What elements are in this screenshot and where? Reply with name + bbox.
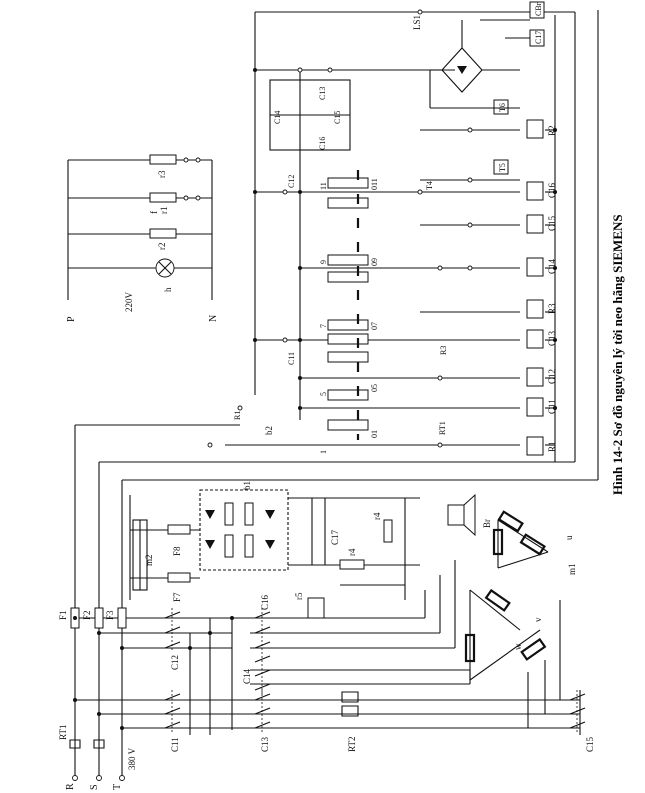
c11-aux-label: C11 bbox=[287, 352, 296, 365]
fuse-f1-label: F1 bbox=[58, 610, 68, 620]
c13-main-label: C13 bbox=[260, 736, 270, 752]
coil-c15-label: C15 bbox=[547, 215, 557, 231]
r3-ctrl-label: R3 bbox=[439, 346, 448, 355]
brake-rectifier-block bbox=[129, 489, 420, 600]
coil-c14-label: C14 bbox=[547, 258, 557, 274]
rt1-ctrl-label: RT1 bbox=[438, 421, 447, 435]
coil-c12-label: C12 bbox=[547, 369, 557, 384]
terminal-dots bbox=[73, 9, 557, 730]
brake-control bbox=[311, 493, 476, 600]
thermal-relay-rt2 bbox=[341, 691, 359, 717]
b2-label: b2 bbox=[264, 426, 274, 435]
rt2-label: RT2 bbox=[347, 737, 357, 752]
coil-r1-label: R1 bbox=[547, 441, 557, 452]
u1-label: u bbox=[564, 535, 574, 540]
c16-aux-label: C16 bbox=[318, 137, 327, 150]
ls1-label: LS1 bbox=[412, 15, 422, 30]
contactor-c13-main bbox=[254, 690, 271, 732]
contactor-c14-main bbox=[254, 652, 271, 694]
contactor-c11-main bbox=[164, 690, 181, 732]
n-label: N bbox=[208, 315, 219, 322]
f-label: f bbox=[149, 211, 159, 214]
br-label: Br bbox=[482, 519, 492, 528]
c11-main-label: C11 bbox=[170, 737, 180, 752]
r4-label: r4 bbox=[372, 512, 382, 520]
r1-label: r1 bbox=[159, 207, 169, 215]
pos-9: 9 bbox=[319, 260, 328, 264]
c16-main-label: C16 bbox=[260, 594, 270, 610]
voltage-380-label: 380 V bbox=[127, 747, 137, 770]
phase-t-label: T bbox=[112, 784, 123, 790]
contactor-c15-main bbox=[569, 690, 586, 732]
lighting-circuit bbox=[67, 154, 213, 300]
pos-5: 5 bbox=[319, 392, 328, 396]
rt1-main-label: RT1 bbox=[58, 725, 68, 740]
fuse-f2-label: F2 bbox=[82, 610, 92, 620]
fuse-f8-label: F8 bbox=[172, 546, 182, 556]
contactor-c12-main bbox=[164, 608, 181, 652]
m2-label: m2 bbox=[144, 554, 154, 566]
coil-r2-label: R2 bbox=[547, 125, 557, 136]
pos-011: 011 bbox=[370, 178, 379, 190]
figure-caption-box: Hình 14-2 Sơ đồ nguyên lý tời neo hãng S… bbox=[610, 214, 625, 495]
voltage-220-label: 220V bbox=[124, 292, 134, 313]
c17-label-lower: C17 bbox=[330, 529, 340, 545]
r2-label: r2 bbox=[157, 243, 167, 251]
c14-main-label: C14 bbox=[242, 668, 252, 684]
coil-c11-label: C11 bbox=[547, 399, 557, 414]
c6-label: r5 bbox=[294, 592, 304, 600]
thermal-relay-rt1 bbox=[69, 739, 105, 749]
r3-label: r3 bbox=[157, 170, 167, 178]
c15-aux-label: C15 bbox=[333, 111, 342, 124]
fuse-f3-label: F3 bbox=[105, 610, 115, 620]
figure-caption: Hình 14-2 Sơ đồ nguyên lý tời neo hãng S… bbox=[610, 214, 625, 495]
c13-aux-label: C13 bbox=[318, 87, 327, 100]
coil-t5-label: T5 bbox=[498, 163, 507, 172]
t4-label: T4 bbox=[425, 181, 434, 190]
c14-aux-label: C14 bbox=[273, 111, 282, 124]
pos-01: 01 bbox=[370, 430, 379, 438]
m1-label: m1 bbox=[567, 563, 577, 575]
control-ladder bbox=[225, 11, 576, 462]
pos-05: 05 bbox=[370, 384, 379, 392]
pos-1: 1 bbox=[319, 450, 328, 454]
pos-09: 09 bbox=[370, 258, 379, 266]
b1-label: b1 bbox=[242, 481, 252, 490]
c12-aux-label: C12 bbox=[287, 175, 296, 188]
c6-block bbox=[307, 597, 325, 619]
coil-r3-label: R3 bbox=[547, 303, 557, 314]
pos-07: 07 bbox=[370, 322, 379, 330]
p-label: P bbox=[66, 316, 77, 322]
coil-c16-label: C16 bbox=[547, 182, 557, 198]
master-controller-drum bbox=[327, 170, 369, 440]
coil-cbr-label: CBr bbox=[534, 2, 543, 16]
contactor-c16-main bbox=[254, 608, 271, 652]
pos-7: 7 bbox=[319, 324, 328, 328]
v1-label: v bbox=[533, 617, 543, 622]
brake-bridge-rectifier bbox=[429, 19, 530, 109]
main-fuses bbox=[70, 607, 127, 629]
r5-label: r4 bbox=[347, 548, 357, 556]
r1-ctrl-label: R1 bbox=[233, 411, 242, 420]
fuse-f7-label: F7 bbox=[172, 592, 182, 602]
pos-11: 11 bbox=[319, 182, 328, 190]
coil-boxes bbox=[493, 1, 545, 456]
phase-s-label: S bbox=[89, 784, 100, 790]
motor-m1 bbox=[464, 510, 549, 681]
supply-terminals bbox=[72, 775, 125, 781]
coil-c13-label: C13 bbox=[547, 330, 557, 346]
c15-main-label: C15 bbox=[585, 736, 595, 752]
c12-main-label: C12 bbox=[170, 655, 180, 670]
phase-r-label: R bbox=[65, 783, 76, 790]
coil-c17-label: C17 bbox=[534, 31, 543, 44]
w1-label: w bbox=[513, 643, 523, 650]
lamp-label: h bbox=[163, 287, 173, 292]
